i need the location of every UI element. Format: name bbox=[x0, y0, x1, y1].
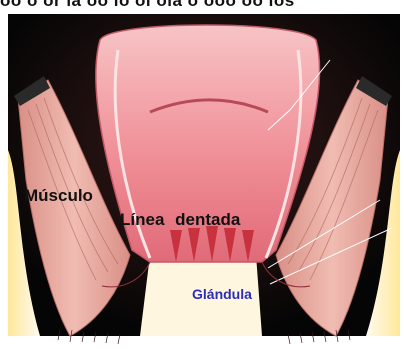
label-muscle: Músculo bbox=[24, 187, 93, 204]
label-gland: Glándula bbox=[192, 287, 252, 301]
label-dentate-line: Línea dentada bbox=[120, 211, 240, 228]
